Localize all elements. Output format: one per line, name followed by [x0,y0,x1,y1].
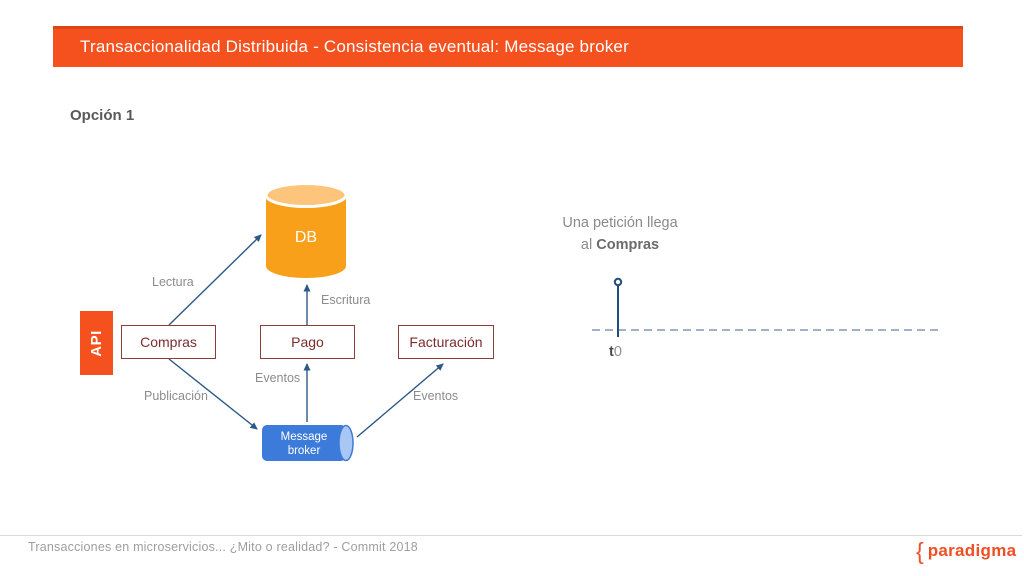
db-label: DB [295,229,317,246]
service-label-compras: Compras [140,334,197,350]
edge-label-publicacion: Publicación [144,389,208,403]
broker-label-line2: broker [288,445,321,457]
timeline [592,277,943,337]
edge-label-escritura: Escritura [321,293,371,307]
api-label: API [87,329,105,357]
annotation-text: Una petición llega al Compras [539,212,701,256]
annotation-line2: al Compras [580,237,660,253]
option-label: Opción 1 [70,107,135,124]
annotation-compras-bold: Compras [596,237,660,253]
timeline-tick-t0: t0 [609,344,622,360]
db-cylinder: DB [264,182,348,278]
annotation-line1: Una petición llega [562,215,678,231]
edge-label-eventos-facturacion: Eventos [413,389,459,403]
edge-label-lectura: Lectura [152,275,194,289]
paradigma-logo-brace: { [916,538,924,564]
title-bar: Transaccionalidad Distribuida - Consiste… [53,26,963,67]
timeline-t0-marker-dot [613,277,623,287]
api-tag: API [80,311,113,375]
service-box-compras: Compras [121,325,216,359]
service-box-pago: Pago [260,325,355,359]
service-label-pago: Pago [291,334,324,350]
slide-title: Transaccionalidad Distribuida - Consiste… [80,36,629,56]
message-broker-cylinder: Message broker [262,424,354,462]
broker-label-line1: Message [281,431,328,443]
paradigma-logo: { paradigma [916,538,1016,564]
edge-label-eventos-pago: Eventos [255,371,301,385]
service-label-facturacion: Facturación [409,334,483,350]
paradigma-logo-text: paradigma [927,541,1017,560]
footer-divider [0,535,1022,536]
service-box-facturacion: Facturación [398,325,494,359]
footer-caption: Transacciones en microservicios... ¿Mito… [28,540,418,554]
